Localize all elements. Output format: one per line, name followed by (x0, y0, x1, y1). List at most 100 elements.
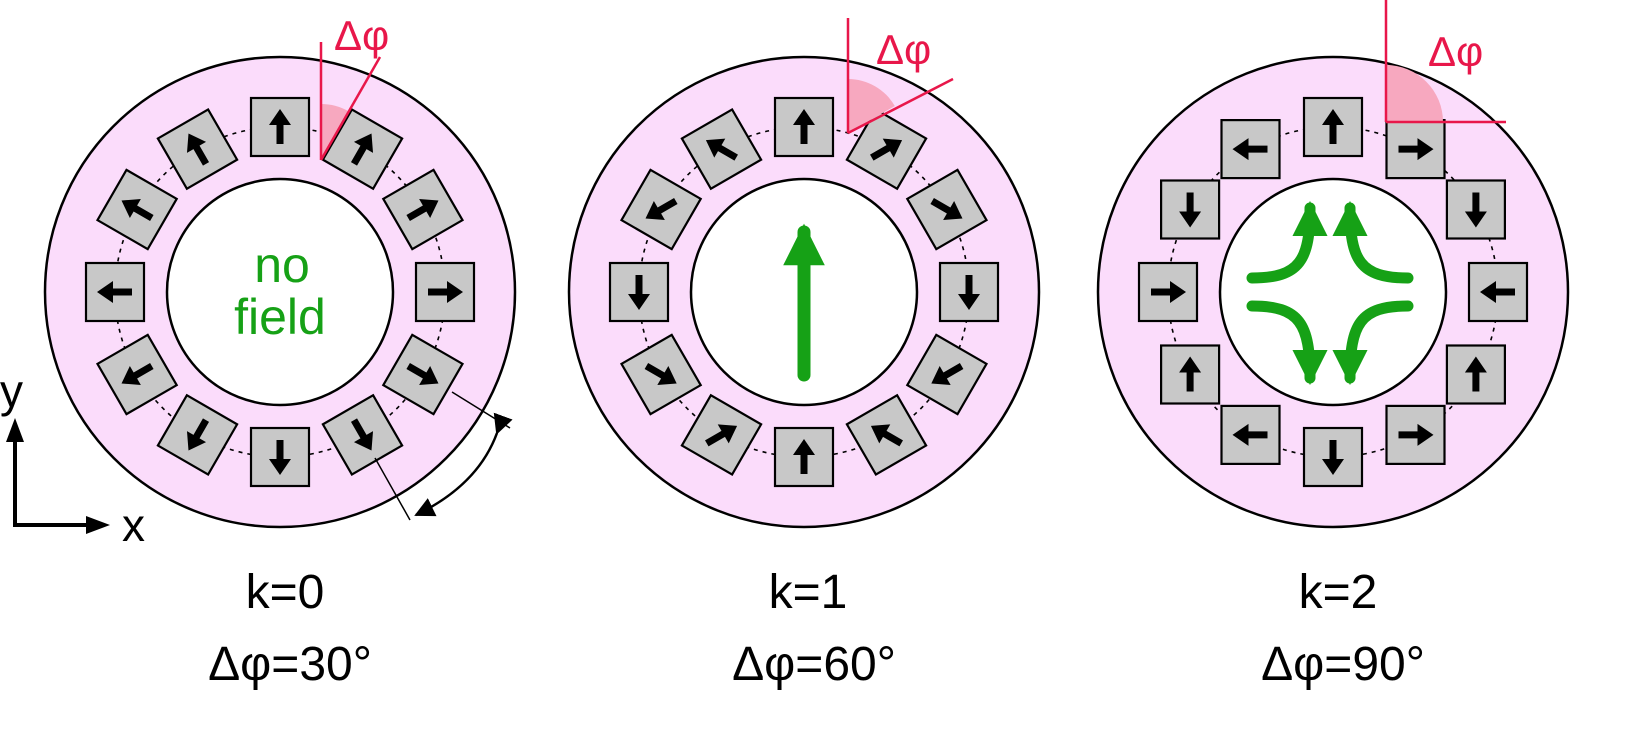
magnetization-arrow-icon (406, 362, 439, 386)
delta-phi-marker: Δφ (319, 12, 389, 161)
magnet-block (381, 333, 465, 416)
magnet-block (95, 333, 179, 416)
caption-delta-phi: Δφ=60° (732, 638, 896, 691)
field-arrow-upper-right (1332, 200, 1414, 284)
magnet-block (95, 168, 179, 251)
axis-label-y: y (0, 365, 23, 417)
bore-circle (165, 177, 395, 407)
delta-phi-label: Δφ (876, 26, 931, 73)
magnet-block (381, 168, 465, 251)
magnetization-arrow-icon (705, 138, 738, 161)
magnet-block (619, 168, 703, 251)
magnetization-arrow-icon (1480, 281, 1515, 303)
magnet-block (1159, 179, 1221, 240)
magnet-block (845, 393, 928, 477)
axis-label-x: x (122, 499, 145, 551)
magnet-block (845, 107, 928, 191)
magnetization-arrow-icon (186, 133, 210, 166)
magnet-block (773, 96, 835, 158)
magnet-block (680, 393, 763, 477)
magnet-block (414, 261, 476, 323)
magnetization-arrow-icon (186, 418, 210, 451)
magnet-block (156, 107, 239, 191)
magnet-block (249, 426, 311, 488)
magnetization-arrow-icon (406, 198, 439, 222)
delta-phi-marker: Δφ (846, 18, 954, 135)
magnetization-arrow-icon (350, 133, 374, 166)
caption-delta-phi: Δφ=30° (208, 638, 372, 691)
magnet-block (321, 107, 404, 191)
magnet-block (84, 261, 146, 323)
magnet-block (156, 393, 239, 477)
magnetization-arrow-icon (931, 362, 964, 386)
magnetization-arrow-icon (269, 440, 291, 475)
magnetization-arrow-icon (705, 424, 738, 447)
magnetization-arrow-icon (1398, 138, 1434, 161)
panel-k0: Δφ no field k=0 Δφ=30° (43, 12, 517, 691)
bore-circle (1218, 177, 1448, 407)
field-arrow-lower-left (1246, 300, 1328, 386)
magnet-block (1445, 344, 1507, 405)
magnetization-arrow-icon (428, 281, 463, 303)
magnetization-arrow-icon (793, 109, 815, 144)
width-dimension (374, 391, 513, 521)
coordinate-axes: y x (0, 365, 145, 551)
no-field-line1: no (254, 237, 310, 293)
magnet-block (905, 333, 989, 416)
magnet-block (619, 333, 703, 416)
magnet-block (249, 96, 311, 158)
panel-k1: Δφ k=1 Δφ=60° (567, 18, 1041, 691)
delta-phi-marker: Δφ (1384, 0, 1506, 124)
magnetization-arrow-icon (1322, 440, 1344, 475)
magnetization-arrow-icon (1398, 423, 1434, 446)
caption-k: k=0 (246, 566, 325, 619)
magnetization-arrow-icon (870, 424, 903, 447)
delta-phi-label: Δφ (334, 12, 389, 59)
magnetization-arrow-icon (870, 138, 903, 161)
magnetization-arrow-icon (958, 275, 980, 310)
magnet-block (773, 426, 835, 488)
magnet-block (905, 168, 989, 251)
magnetization-arrow-icon (1322, 109, 1344, 144)
magnet-block (1220, 119, 1281, 180)
magnet-block (938, 261, 1000, 323)
magnetization-arrow-icon (1464, 192, 1487, 228)
magnet-block (321, 393, 404, 477)
magnetization-arrow-icon (1179, 356, 1202, 392)
magnet-block (1445, 179, 1507, 240)
field-arrow-lower-right (1332, 300, 1414, 386)
delta-phi-label: Δφ (1428, 28, 1483, 75)
magnet-block (1385, 119, 1446, 180)
magnet-block (608, 261, 670, 323)
magnet-block (1137, 261, 1199, 323)
no-field-line2: field (234, 289, 326, 345)
magnetization-arrow-icon (1232, 423, 1268, 446)
caption-k: k=2 (1299, 566, 1378, 619)
magnet-block (1467, 261, 1529, 323)
quadrupole-field-arrows (1246, 200, 1414, 386)
magnetization-arrow-icon (1151, 281, 1186, 303)
magnetization-arrow-icon (628, 275, 650, 310)
panel-k2: Δφ k=2 Δφ=90° (1096, 0, 1570, 691)
magnet-ring (1137, 96, 1529, 488)
magnetization-arrow-icon (645, 197, 678, 221)
magnetization-arrow-icon (930, 197, 963, 221)
magnet-block (1220, 404, 1281, 465)
magnet-ring (608, 96, 1000, 488)
magnetization-arrow-icon (121, 362, 154, 386)
magnet-block (680, 107, 763, 191)
magnetization-arrow-icon (121, 198, 154, 222)
magnet-block (1302, 96, 1364, 158)
magnet-ring (84, 96, 476, 488)
caption-k: k=1 (769, 566, 848, 619)
magnetization-arrow-icon (350, 418, 374, 451)
magnet-block (1385, 404, 1446, 465)
magnet-block (1302, 426, 1364, 488)
magnetization-arrow-icon (1232, 138, 1268, 161)
magnet-block (1159, 344, 1221, 405)
magnetization-arrow-icon (644, 362, 677, 386)
magnetization-arrow-icon (97, 281, 132, 303)
magnetization-arrow-icon (1464, 356, 1487, 392)
caption-delta-phi: Δφ=90° (1261, 638, 1425, 691)
